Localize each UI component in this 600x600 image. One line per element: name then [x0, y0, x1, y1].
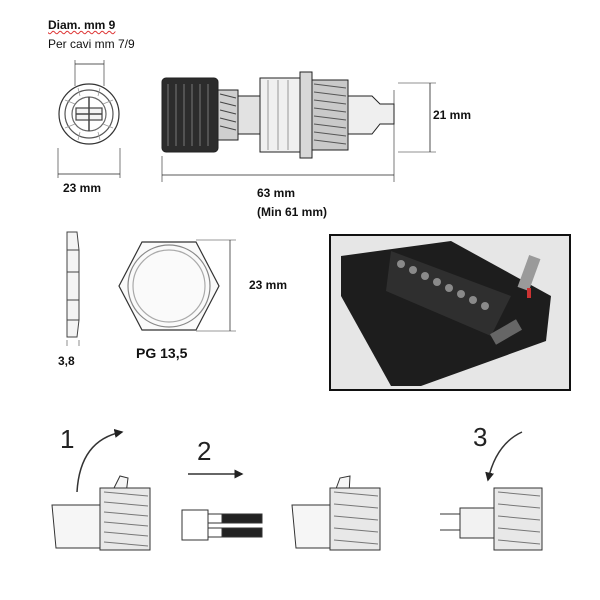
step-3-number: 3 [473, 422, 488, 452]
front-width-label: 23 mm [63, 181, 102, 195]
nut-width-label: 23 mm [249, 278, 288, 292]
step-1-drawing [51, 475, 151, 551]
cable-range-label: Per cavi mm 7/9 [48, 37, 135, 51]
diameter-label: Diam. mm 9 [48, 18, 116, 32]
front-view [57, 60, 121, 178]
height-label: 21 mm [433, 108, 472, 122]
hex-nut [118, 239, 236, 332]
step-2-cable [181, 509, 263, 541]
step-2-drawing [291, 475, 381, 551]
side-view [161, 71, 436, 182]
min-length-label: (Min 61 mm) [257, 205, 328, 219]
terminal-block-photo [329, 234, 571, 391]
terminal-block-image [331, 236, 569, 389]
nut-thickness-label: 3,8 [58, 354, 75, 368]
step-2-number: 2 [197, 436, 212, 466]
length-label: 63 mm [257, 186, 296, 200]
nut-profile [66, 231, 80, 346]
installation-steps [51, 428, 543, 551]
step-1-number: 1 [60, 424, 75, 454]
step-3-drawing [440, 487, 543, 551]
thread-size-label: PG 13,5 [136, 345, 188, 361]
